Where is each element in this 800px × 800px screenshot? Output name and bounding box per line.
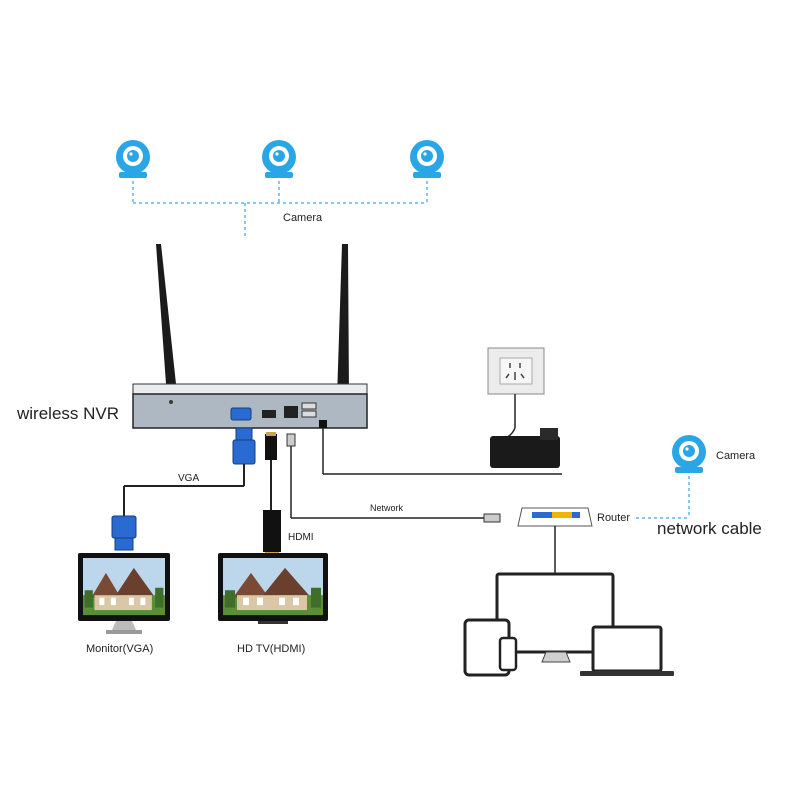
nvr-usb-port-1 xyxy=(301,402,317,410)
camera-2-icon xyxy=(262,140,296,178)
camera-1-icon xyxy=(116,140,150,178)
hd-tv: HD TV(HDMI) xyxy=(218,553,328,655)
power-supply xyxy=(322,347,562,475)
power-adapter xyxy=(490,436,560,468)
laptop-icon xyxy=(591,625,663,673)
network-label: Network xyxy=(370,503,404,513)
nvr-antenna-right xyxy=(337,244,349,398)
router-label: Router xyxy=(597,512,630,524)
vga-cable: VGA xyxy=(111,427,256,551)
camera-group: Camera xyxy=(116,140,444,236)
hdmi-label: HDMI xyxy=(288,532,314,543)
nvr-top xyxy=(132,383,368,395)
camera-group-label: Camera xyxy=(283,212,323,224)
hdtv-label: HD TV(HDMI) xyxy=(237,643,305,655)
monitor-vga: Monitor(VGA) xyxy=(78,553,170,655)
phone-icon xyxy=(498,636,518,672)
camera-3-icon xyxy=(410,140,444,178)
camera-single: Camera network cable xyxy=(636,435,762,538)
nvr-lan-port xyxy=(284,406,298,418)
network-cable: Network xyxy=(286,433,501,523)
nvr-antenna-left xyxy=(156,244,176,384)
vga-label: VGA xyxy=(178,473,199,484)
hdmi-cable: HDMI xyxy=(263,432,314,556)
monitor-label: Monitor(VGA) xyxy=(86,643,153,655)
nvr-hdmi-port xyxy=(262,410,276,418)
nvr-usb-port-2 xyxy=(301,410,317,418)
camera-single-label: Camera xyxy=(716,450,756,462)
camera-4-icon xyxy=(672,435,706,473)
router: Router xyxy=(517,507,630,574)
wifi-link-lines xyxy=(132,181,428,236)
nvr-power-port xyxy=(319,420,327,428)
nvr-label: wireless NVR xyxy=(16,404,119,423)
nvr-device: wireless NVR xyxy=(16,244,368,429)
nvr-vga-port xyxy=(230,407,252,421)
network-cable-label: network cable xyxy=(657,519,762,538)
client-devices xyxy=(463,572,674,677)
